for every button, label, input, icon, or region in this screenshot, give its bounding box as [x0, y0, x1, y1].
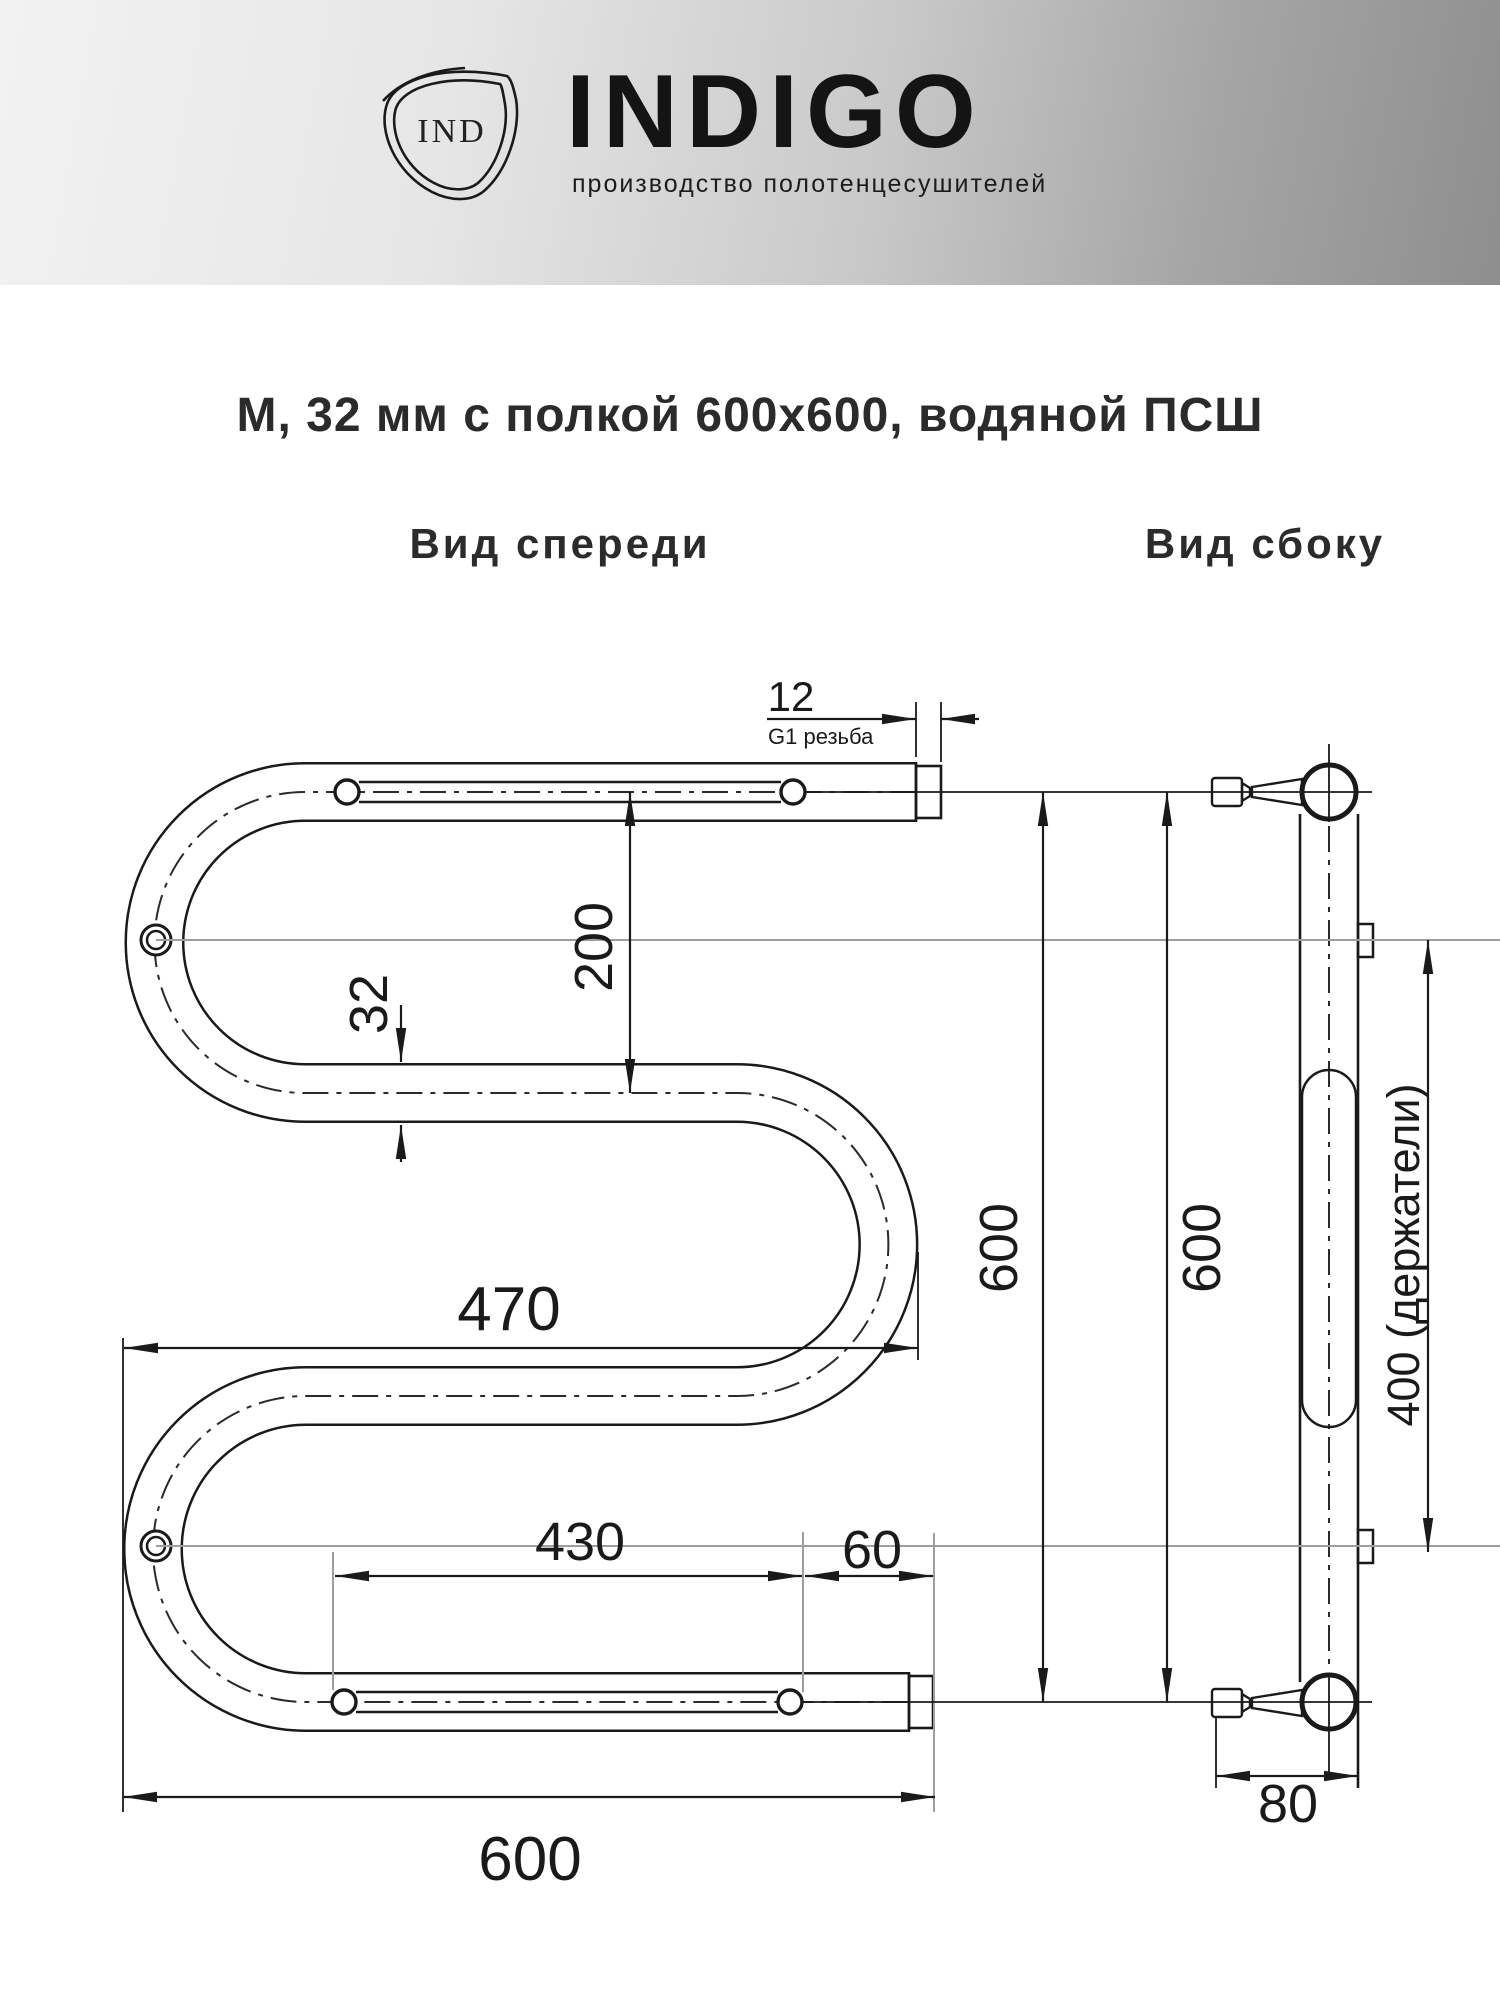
- wall-tabs-side: [1356, 922, 1375, 1565]
- side-view-label: Вид сбоку: [1144, 520, 1386, 567]
- brand-header: IND INDIGO производство полотенцесушител…: [0, 0, 1500, 285]
- dim-height-front-label: 600: [969, 1203, 1029, 1293]
- dim-shelf-length-label: 430: [535, 1512, 625, 1572]
- guide-lines: [122, 702, 1500, 1812]
- fitting-bottom-icon: [1210, 1687, 1304, 1719]
- dim-pipe-diameter-label: 32: [339, 974, 399, 1034]
- front-view-drawing: [123, 762, 943, 1732]
- bottom-shelf: [330, 1688, 804, 1716]
- top-shelf: [333, 778, 807, 806]
- side-view-drawing: [1210, 744, 1375, 1788]
- page-title: М, 32 мм с полкой 600х600, водяной ПСШ: [236, 389, 1264, 442]
- dim-depth-label: 80: [1258, 1774, 1318, 1834]
- pipe-centerline: [152, 791, 916, 1703]
- emblem-monogram: IND: [417, 113, 486, 150]
- dim-holders-spacing-label: 400 (держатели): [1378, 1083, 1429, 1426]
- front-view-label: Вид спереди: [409, 520, 711, 567]
- dimension-lines: [123, 713, 1434, 1803]
- dim-curve-width-label: 470: [457, 1275, 560, 1344]
- dim-thread-type-label: G1 резьба: [768, 724, 874, 749]
- dim-width-total-label: 600: [478, 1825, 581, 1894]
- dim-thread-length-label: 12: [768, 673, 815, 720]
- dim-axis-spacing-label: 200: [564, 902, 624, 992]
- holder-bar-side: [1300, 1068, 1358, 1429]
- brand-name: INDIGO: [566, 54, 984, 170]
- brand-emblem-icon: IND: [382, 66, 519, 201]
- dim-shelf-offset-label: 60: [842, 1520, 902, 1580]
- dim-height-side-label: 600: [1172, 1203, 1232, 1293]
- brand-tagline: производство полотенцесушителей: [572, 170, 1048, 198]
